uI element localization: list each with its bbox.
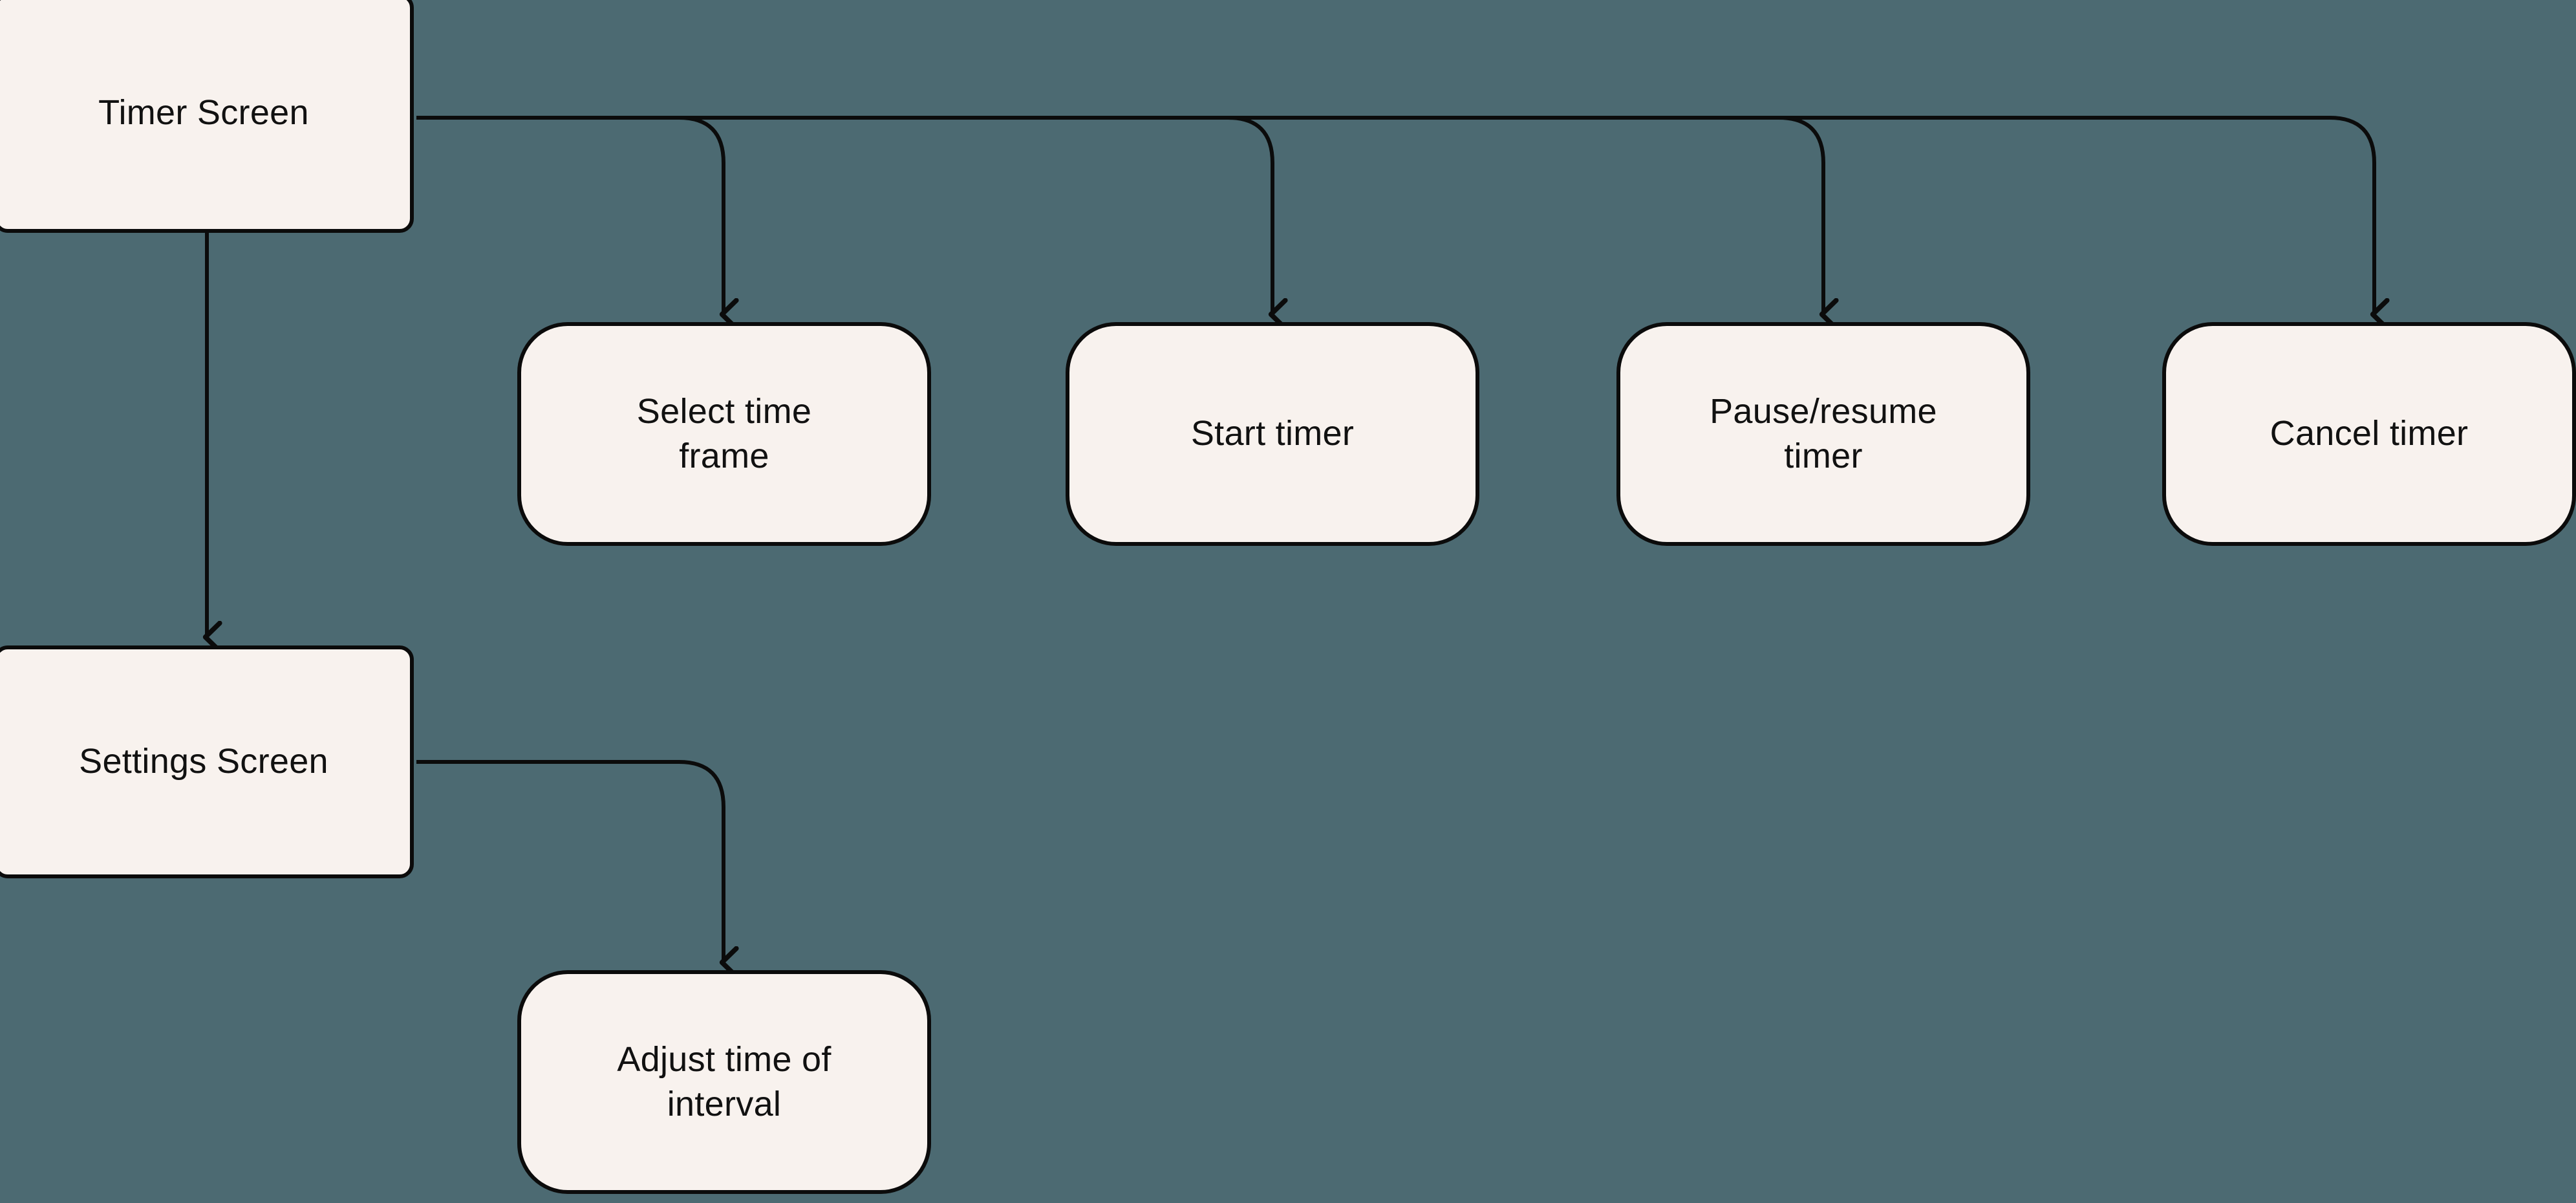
node-adjust-time-of-interval-label: Adjust time of interval — [617, 1039, 832, 1123]
node-start-timer-label: Start timer — [1190, 414, 1355, 453]
edge-timer-to-pause-resume-timer — [416, 116, 1823, 314]
edge-timer-to-select-time-frame — [416, 116, 724, 314]
edge-settings-to-adjust-time-of-interval — [416, 760, 724, 962]
edge-timer-to-start-timer — [416, 116, 1272, 314]
node-start-timer[interactable]: Start timer — [1066, 322, 1479, 546]
node-pause-resume-timer-label: Pause/resume timer — [1710, 391, 1937, 475]
node-adjust-time-of-interval[interactable]: Adjust time of interval — [517, 970, 931, 1194]
node-timer-screen-label: Timer Screen — [98, 93, 309, 133]
node-pause-resume-timer[interactable]: Pause/resume timer — [1616, 322, 2030, 546]
edge-timer-to-cancel-timer — [416, 116, 2374, 314]
node-select-time-frame[interactable]: Select time frame — [517, 322, 931, 546]
node-settings-screen[interactable]: Settings Screen — [0, 645, 414, 878]
node-select-time-frame-label: Select time frame — [636, 391, 812, 475]
node-cancel-timer[interactable]: Cancel timer — [2162, 322, 2576, 546]
node-settings-screen-label: Settings Screen — [79, 742, 328, 781]
node-cancel-timer-label: Cancel timer — [2270, 414, 2469, 453]
node-timer-screen[interactable]: Timer Screen — [0, 0, 414, 233]
